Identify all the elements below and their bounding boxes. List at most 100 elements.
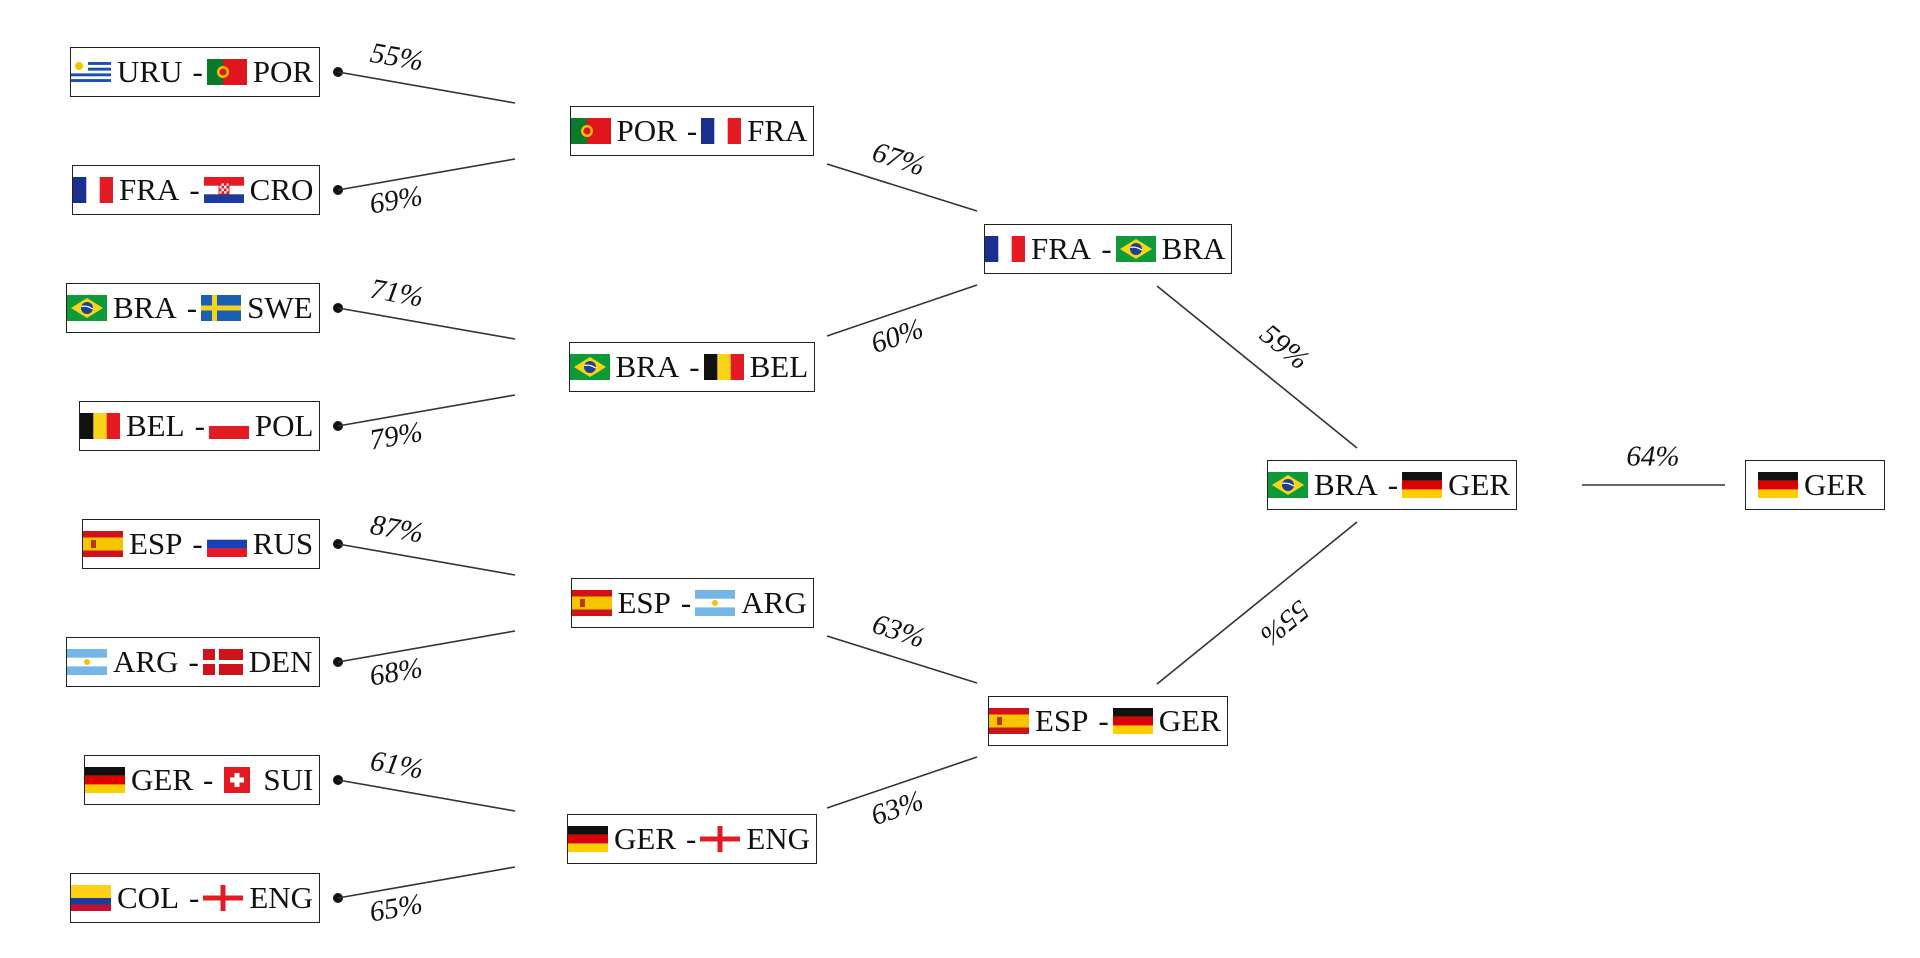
team-code: ESP <box>129 526 183 561</box>
match-separator: - <box>1101 231 1112 266</box>
sweden-flag-icon <box>201 295 242 321</box>
england-flag-icon <box>700 826 741 852</box>
team-code: SUI <box>263 762 314 797</box>
win-probability-label: 64% <box>1626 441 1679 473</box>
match-separator: - <box>686 821 697 856</box>
match-box-quarterfinal: ESP-ARG <box>570 578 814 628</box>
match-separator: - <box>1098 703 1109 738</box>
team-code: GER <box>131 762 193 797</box>
team-code: SWE <box>247 290 313 325</box>
match-separator: - <box>189 880 200 915</box>
denmark-flag-icon <box>202 649 243 675</box>
team-code: URU <box>117 54 183 89</box>
colombia-flag-icon <box>71 885 111 911</box>
team-code: CRO <box>249 172 314 207</box>
match-box-final: BRA-GER <box>1267 460 1518 510</box>
france-flag-icon <box>73 177 113 203</box>
match-separator: - <box>186 290 198 325</box>
team-code: COL <box>117 880 179 915</box>
connector-line <box>337 543 516 576</box>
match-box-semifinal: ESP- GER <box>988 696 1228 746</box>
team-code: FRA <box>1031 231 1092 266</box>
win-probability-label: 87% <box>368 509 426 550</box>
poland-flag-icon <box>208 413 249 439</box>
match-box-round-of-16: FRA-CRO <box>72 165 321 215</box>
match-box-quarterfinal: BRA-BEL <box>568 342 816 392</box>
match-separator: - <box>194 408 205 443</box>
win-probability-label: 68% <box>367 652 425 693</box>
connector-line <box>1156 521 1358 685</box>
team-code: GER <box>1804 467 1866 502</box>
match-separator: - <box>203 762 214 797</box>
germany-flag-icon <box>568 826 608 852</box>
portugal-flag-icon <box>570 118 611 144</box>
win-probability-label: 61% <box>368 745 426 786</box>
brazil-flag-icon <box>569 354 610 380</box>
spain-flag-icon <box>571 590 612 616</box>
connector-line <box>826 635 978 684</box>
team-code: DEN <box>248 644 313 679</box>
france-flag-icon <box>985 236 1025 262</box>
connector-line <box>826 756 978 809</box>
team-code: POL <box>254 408 314 443</box>
spain-flag-icon <box>989 708 1029 734</box>
connector-line <box>337 394 516 427</box>
match-box-quarterfinal: POR-FRA <box>569 106 815 156</box>
win-probability-label: 65% <box>367 888 425 929</box>
connector-line <box>337 779 516 812</box>
match-box-round-of-16: COL- ENG <box>70 873 321 923</box>
win-probability-label: 71% <box>368 273 426 314</box>
team-code: ENG <box>249 880 314 915</box>
match-separator: - <box>686 113 698 148</box>
win-probability-label: 59% <box>1254 318 1315 376</box>
team-code: POR <box>252 54 314 89</box>
champion-box: GER <box>1745 460 1885 510</box>
win-probability-label: 69% <box>367 180 425 221</box>
team-code: RUS <box>252 526 314 561</box>
team-code: FRA <box>747 113 808 148</box>
match-box-round-of-16: ESP-RUS <box>82 519 321 569</box>
team-code: ESP <box>1035 703 1089 738</box>
argentina-flag-icon <box>67 649 107 675</box>
team-code: GER <box>1448 467 1511 502</box>
team-code: BRA <box>113 290 177 325</box>
win-probability-label: 55% <box>368 37 426 78</box>
match-box-round-of-16: ARG-DEN <box>66 637 320 687</box>
connector-line <box>826 284 978 337</box>
match-separator: - <box>188 644 199 679</box>
win-probability-label: 67% <box>869 136 929 182</box>
connector-line <box>337 158 516 191</box>
france-flag-icon <box>701 118 742 144</box>
germany-flag-icon <box>1758 472 1798 498</box>
match-box-round-of-16: BEL- POL <box>79 401 321 451</box>
germany-flag-icon <box>85 767 125 793</box>
connector-line <box>337 307 516 340</box>
belgium-flag-icon <box>703 354 744 380</box>
portugal-flag-icon <box>206 59 247 85</box>
match-separator: - <box>1387 467 1399 502</box>
russia-flag-icon <box>206 531 247 557</box>
team-code: BEL <box>749 349 809 384</box>
croatia-flag-icon <box>203 177 244 203</box>
team-code: GER <box>1158 703 1221 738</box>
england-flag-icon <box>203 885 244 911</box>
team-code: BEL <box>126 408 185 443</box>
uruguay-flag-icon <box>71 59 111 85</box>
match-separator: - <box>189 172 200 207</box>
team-code: BRA <box>1161 231 1226 266</box>
connector-line <box>337 71 516 104</box>
belgium-flag-icon <box>80 413 120 439</box>
germany-flag-icon <box>1402 472 1443 498</box>
match-separator: - <box>689 349 700 384</box>
team-code: ARG <box>741 585 807 620</box>
match-separator: - <box>192 54 203 89</box>
germany-flag-icon <box>1112 708 1153 734</box>
match-box-quarterfinal: GER-ENG <box>567 814 818 864</box>
match-box-round-of-16: GER- SUI <box>84 755 321 805</box>
argentina-flag-icon <box>695 590 736 616</box>
brazil-flag-icon <box>1268 472 1308 498</box>
connector-line <box>337 630 516 663</box>
win-probability-label: 63% <box>869 608 929 654</box>
